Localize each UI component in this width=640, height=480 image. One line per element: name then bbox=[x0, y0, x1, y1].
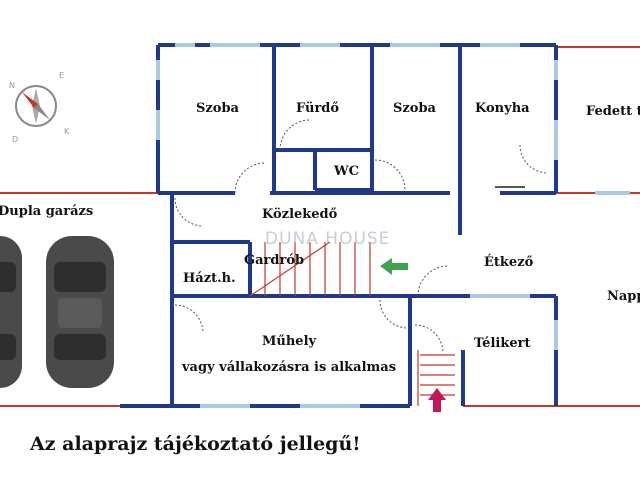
room-label-telikert: Télikert bbox=[474, 336, 530, 351]
disclaimer-caption: Az alaprajz tájékoztató jellegű! bbox=[30, 433, 361, 455]
doors bbox=[174, 119, 549, 354]
green-arrow-icon bbox=[380, 258, 408, 275]
compass-d: D bbox=[12, 135, 18, 144]
watermark: DUNA HOUSE bbox=[265, 229, 390, 249]
room-label-hazt: Házt.h. bbox=[183, 271, 236, 286]
room-label-furdo: Fürdő bbox=[296, 101, 339, 116]
windows bbox=[156, 43, 630, 408]
room-label-szoba-2: Szoba bbox=[393, 101, 437, 116]
room-label-szoba: Szoba bbox=[196, 101, 240, 116]
stairs bbox=[249, 241, 455, 406]
compass-e: E bbox=[59, 71, 64, 80]
room-label-fedett: Fedett t bbox=[586, 104, 640, 119]
compass-k: K bbox=[64, 127, 70, 136]
room-label-garazs: Dupla garázs bbox=[0, 204, 93, 219]
red-arrow-icon bbox=[428, 388, 446, 412]
room-label-konyha: Konyha bbox=[475, 101, 530, 116]
walls bbox=[120, 43, 558, 408]
room-label-wc: WC bbox=[333, 164, 359, 179]
room-label-nappali: Napp bbox=[607, 289, 640, 304]
room-label-muhely: Műhely bbox=[262, 334, 317, 349]
room-label-kozlekedo: Közlekedő bbox=[262, 207, 338, 222]
car-icon bbox=[0, 236, 22, 388]
room-label-muhely-note: vagy vállakozásra is alkalmas bbox=[181, 360, 396, 375]
room-label-etkezo: Étkező bbox=[484, 254, 534, 270]
room-label-gardrob: Gardrób bbox=[244, 253, 304, 268]
car-icon bbox=[46, 236, 114, 388]
exterior-boundary bbox=[0, 46, 640, 407]
compass-n: N bbox=[9, 81, 15, 90]
compass-icon: N E D K bbox=[9, 71, 70, 144]
